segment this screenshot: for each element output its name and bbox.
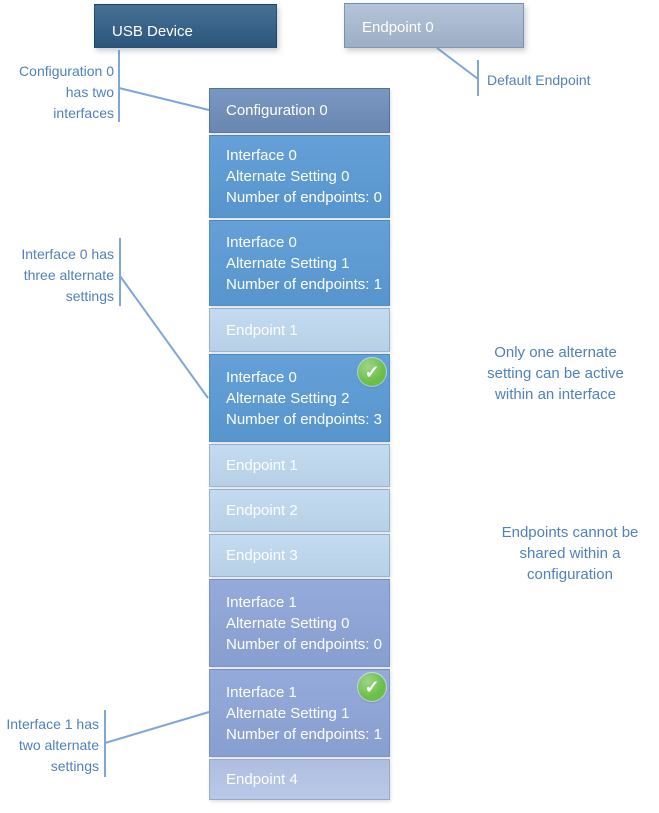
box-line: Number of endpoints: 0	[226, 189, 382, 206]
note-line: Configuration 0	[19, 63, 114, 79]
note-line: settings	[50, 758, 99, 774]
box-text: Interface 0 Alternate Setting 1 Number of …	[210, 232, 382, 295]
endpoint-box: Endpoint 1	[209, 444, 390, 487]
note-line: two alternate	[18, 737, 99, 753]
box-text: Interface 0 Alternate Setting 0 Number of …	[210, 145, 382, 208]
box-line: Alternate Setting 1	[226, 254, 350, 272]
note-line: Endpoints cannot be	[501, 524, 639, 541]
note-line: Interface 0 has	[21, 246, 114, 262]
box-text: Endpoint 4	[210, 769, 298, 790]
box-line: Endpoint 3	[226, 547, 298, 564]
box-line: Alternate Setting 0	[226, 168, 350, 185]
box-text: Endpoint 1	[210, 455, 298, 476]
interface-box: Interface 1 Alternate Setting 0 Number of …	[209, 579, 390, 667]
default-endpoint-note: Default Endpoint	[487, 72, 591, 88]
interface-box: Interface 0 Alternate Setting 0 Number of …	[209, 135, 390, 218]
box-line: Number of endpoints: 3	[226, 410, 382, 428]
endpoint-box: Endpoint 1	[209, 308, 390, 352]
note-line: three alternate	[23, 267, 114, 283]
interface-box: Interface 0 Alternate Setting 2 Number of …	[209, 354, 390, 442]
box-text: Configuration 0	[210, 100, 328, 121]
configuration-note: Configuration 0 has two interfaces	[6, 61, 114, 124]
box-text: Interface 1 Alternate Setting 0 Number of …	[210, 592, 382, 655]
interface0-note: Interface 0 has three alternate settings	[6, 244, 114, 307]
note-line: interfaces	[53, 105, 114, 121]
note-line: settings	[65, 288, 114, 304]
box-line: Number of endpoints: 1	[226, 275, 382, 293]
configuration-stack: Configuration 0 Interface 0 Alternate Sett…	[209, 88, 390, 802]
endpoint-box: Endpoint 4	[209, 759, 390, 800]
note-line: within an interface	[495, 386, 616, 403]
box-line: Interface 0	[226, 147, 297, 164]
interface-box: Interface 1 Alternate Setting 1 Number of …	[209, 669, 390, 757]
box-line: Interface 1	[226, 593, 297, 611]
box-line: Alternate Setting 1	[226, 704, 350, 722]
endpoints-shared-note: Endpoints cannot be shared within a config…	[494, 522, 646, 585]
box-line: Interface 1	[226, 683, 297, 701]
only-one-alternate-note: Only one alternate setting can be active w…	[478, 342, 633, 405]
interface1-callout-diagonal-line	[104, 711, 210, 744]
usb-device-box: USB Device	[94, 4, 277, 48]
note-line: has two	[65, 84, 114, 100]
interface0-callout-diagonal-line	[119, 275, 209, 399]
note-line: configuration	[527, 566, 613, 583]
active-check-icon: ✓	[358, 358, 386, 386]
box-line: Interface 0	[226, 233, 297, 251]
note-line: setting can be active	[487, 365, 624, 382]
box-line: Number of endpoints: 0	[226, 635, 382, 653]
active-check-icon: ✓	[358, 673, 386, 701]
box-text: Endpoint 2	[210, 500, 298, 521]
endpoint0-box: Endpoint 0	[344, 3, 524, 48]
box-line: Configuration 0	[226, 102, 328, 119]
note-line: Only one alternate	[494, 344, 617, 361]
box-line: Interface 0	[226, 368, 297, 386]
box-text: Endpoint 1	[210, 320, 298, 341]
box-text: Interface 1 Alternate Setting 1 Number of …	[210, 682, 382, 745]
endpoint-box: Endpoint 2	[209, 489, 390, 532]
box-line: Endpoint 4	[226, 771, 298, 788]
box-line: Alternate Setting 0	[226, 614, 350, 632]
note-line: Interface 1 has	[6, 716, 99, 732]
interface-box: Interface 0 Alternate Setting 1 Number of …	[209, 220, 390, 306]
box-line: Endpoint 1	[226, 321, 298, 339]
endpoint0-label: Endpoint 0	[362, 19, 434, 36]
box-line: Alternate Setting 2	[226, 389, 350, 407]
default-endpoint-diagonal-line	[436, 47, 479, 80]
configuration-box: Configuration 0	[209, 88, 390, 133]
box-line: Number of endpoints: 1	[226, 725, 382, 743]
box-text: Endpoint 3	[210, 545, 298, 566]
interface1-note: Interface 1 has two alternate settings	[0, 714, 99, 777]
box-line: Endpoint 1	[226, 457, 298, 474]
config-callout-diagonal-line	[118, 87, 210, 111]
box-line: Endpoint 2	[226, 502, 298, 519]
usb-device-label: USB Device	[112, 22, 193, 40]
box-text: Interface 0 Alternate Setting 2 Number of …	[210, 367, 382, 430]
endpoint-box: Endpoint 3	[209, 534, 390, 577]
note-line: shared within a	[519, 545, 621, 562]
